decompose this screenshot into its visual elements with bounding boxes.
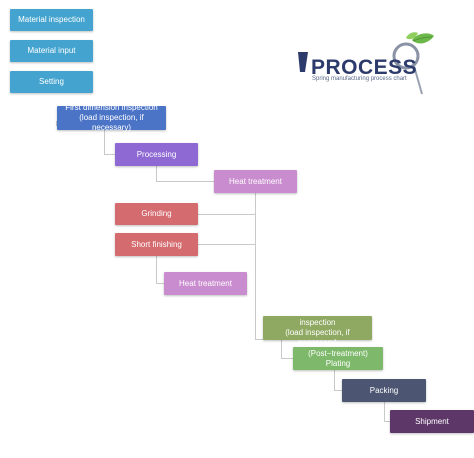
connector [384,421,390,422]
logo-emblem-icon [298,32,434,95]
connector [56,121,57,126]
step-shipment: Shipment [390,410,474,433]
process-logo: PROCESS Spring manufacturing process cha… [296,32,442,96]
step-material-input: Material input [10,40,93,62]
step-first-dimension-inspection: First dimension inspection (load inspect… [57,103,166,132]
step-heat-treatment-1: Heat treatment [214,170,297,193]
connector [334,370,335,390]
connector [198,214,255,215]
connector [334,390,342,391]
connector [255,193,256,339]
logo-word: PROCESS [311,56,418,79]
connector [384,402,385,421]
connector [104,130,105,154]
step-short-finishing: Short finishing [115,233,198,256]
connector [156,166,157,182]
step-second-dimension-inspection: Second dimension inspection (load inspec… [263,308,372,347]
connector [156,256,157,284]
connector [104,154,115,155]
connector [156,181,214,182]
connector [156,283,164,284]
step-processing: Processing [115,143,198,166]
step-heat-treatment-2: Heat treatment [164,272,247,295]
step-material-inspection: Material inspection [10,9,93,31]
connector [281,358,293,359]
logo-tagline: Spring manufacturing process chart [312,76,407,82]
connector [198,244,255,245]
step-plating: (Post−treatment) Plating [293,347,383,370]
step-packing: Packing [342,379,426,402]
step-grinding: Grinding [115,203,198,225]
connector [281,340,282,358]
step-setting: Setting [10,71,93,93]
connector [255,339,263,340]
